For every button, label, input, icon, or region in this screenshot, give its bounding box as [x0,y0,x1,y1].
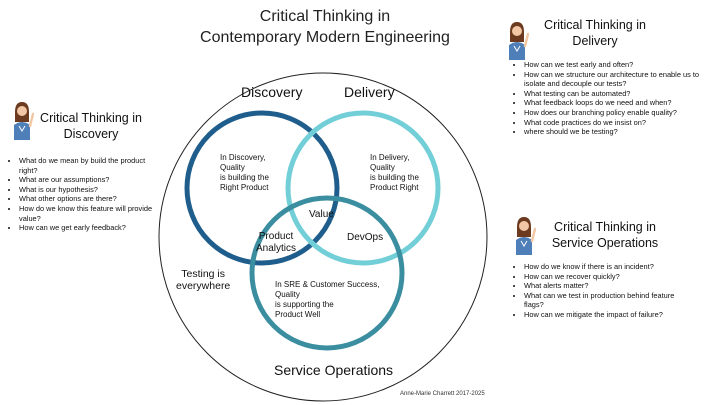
list-item: What other options are there? [19,194,159,204]
discovery-label: Discovery [241,84,303,100]
devops-label: DevOps [347,232,384,243]
discovery-question-list: What do we mean by build the product rig… [8,156,159,233]
service-operations-description: In SRE & Customer Success, Quality is su… [275,280,380,319]
list-item: How do we know this feature will provide… [19,204,159,223]
list-item: What is our hypothesis? [19,185,159,195]
list-item: What testing can be automated? [524,89,714,99]
list-item: What code practices do we insist on? [524,118,714,128]
page-title: Critical Thinking in Contemporary Modern… [180,6,470,48]
product-analytics-label: Product Analytics [256,231,297,254]
list-item: What do we mean by build the product rig… [19,156,159,175]
service-operations-circle [249,195,405,351]
list-item: What can we test in production behind fe… [524,291,689,310]
person-avatar-icon [516,217,536,255]
title-line-1: Critical Thinking in [259,8,391,25]
list-item: How can we mitigate the impact of failur… [524,310,689,320]
list-item: How can we get early feedback? [19,223,159,233]
service-operations-panel-title: Critical Thinking in Service Operations [551,220,659,250]
delivery-label: Delivery [344,84,395,100]
outer-ring [158,72,488,402]
person-avatar-icon [14,102,34,140]
service-operations-label: Service Operations [274,362,394,378]
discovery-description: In Discovery, Quality is building the Ri… [220,153,269,192]
delivery-circle [285,110,441,266]
credit-text: Anne-Marie Charrett 2017-2025 [400,391,485,397]
list-item: What are our assumptions? [19,175,159,185]
list-item: What alerts matter? [524,281,689,291]
delivery-panel-title: Critical Thinking in Delivery [544,18,646,48]
person-avatar-icon [509,22,529,60]
delivery-description: In Delivery, Quality is building the Pro… [370,153,419,192]
list-item: where should we be testing? [524,127,714,137]
testing-everywhere-label: Testing is everywhere [176,268,231,292]
list-item: How do we know if there is an incident? [524,262,689,272]
service-operations-question-list: How do we know if there is an incident? … [513,262,689,320]
list-item: How can we test early and often? [524,60,714,70]
delivery-question-list: How can we test early and often? How can… [513,60,714,137]
discovery-panel-title: Critical Thinking in Discovery [40,111,142,141]
list-item: How can we recover quickly? [524,272,689,282]
list-item: What feedback loops do we need and when? [524,98,714,108]
list-item: How does our branching policy enable qua… [524,108,714,118]
title-line-2: Contemporary Modern Engineering [200,29,450,46]
discovery-circle [184,110,340,266]
value-label: Value [309,209,334,220]
list-item: How can we structure our architecture to… [524,70,714,89]
